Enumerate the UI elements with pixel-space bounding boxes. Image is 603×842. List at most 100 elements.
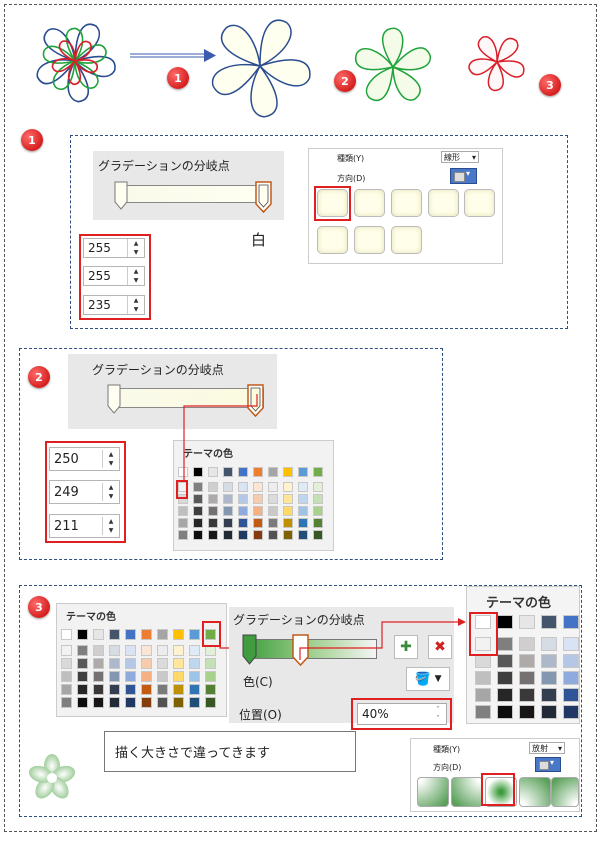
direction-dropdown[interactable]: ▾ — [450, 168, 477, 184]
color-swatch[interactable] — [178, 518, 188, 528]
gradient-stop-right-selected[interactable] — [246, 384, 266, 420]
color-swatch[interactable] — [193, 518, 203, 528]
color-swatch[interactable] — [253, 530, 263, 540]
spin-down-icon[interactable]: ▼ — [108, 492, 114, 500]
color-swatch[interactable] — [208, 530, 218, 540]
color-swatch[interactable] — [541, 637, 557, 651]
color-swatch[interactable] — [109, 629, 120, 640]
color-swatch[interactable] — [173, 697, 184, 708]
color-swatch[interactable] — [563, 637, 579, 651]
color-swatch[interactable] — [189, 658, 200, 669]
color-swatch[interactable] — [298, 530, 308, 540]
color-swatch[interactable] — [497, 705, 513, 719]
color-swatch[interactable] — [563, 705, 579, 719]
position-spinner[interactable]: 40%˄˅ — [357, 703, 447, 725]
direction-tile-4[interactable] — [428, 189, 459, 217]
color-swatch[interactable] — [61, 629, 72, 640]
color-swatch[interactable] — [93, 629, 104, 640]
kind-select[interactable]: 放射▾ — [529, 742, 565, 754]
color-swatch[interactable] — [77, 645, 88, 656]
color-swatch[interactable] — [208, 506, 218, 516]
color-swatch[interactable] — [475, 637, 491, 651]
color-swatch[interactable] — [205, 671, 216, 682]
color-swatch[interactable] — [141, 658, 152, 669]
color-swatch[interactable] — [541, 688, 557, 702]
color-swatch[interactable] — [238, 506, 248, 516]
color-swatch[interactable] — [268, 467, 278, 477]
color-swatch[interactable] — [77, 684, 88, 695]
color-swatch[interactable] — [173, 684, 184, 695]
spin-down-icon[interactable]: ▼ — [133, 276, 139, 284]
spin-up-icon[interactable]: ▲ — [108, 517, 114, 525]
add-stop-button[interactable]: ✚ — [394, 635, 418, 659]
color-swatch[interactable] — [223, 482, 233, 492]
color-swatch[interactable] — [205, 658, 216, 669]
color-swatch[interactable] — [125, 671, 136, 682]
color-swatch[interactable] — [178, 530, 188, 540]
color-swatch[interactable] — [141, 671, 152, 682]
color-swatch[interactable] — [109, 684, 120, 695]
color-swatch[interactable] — [283, 467, 293, 477]
color-swatch[interactable] — [61, 658, 72, 669]
color-swatch[interactable] — [497, 688, 513, 702]
spin-up-icon[interactable]: ▲ — [133, 267, 139, 275]
color-swatch[interactable] — [519, 705, 535, 719]
color-swatch[interactable] — [93, 658, 104, 669]
color-swatch[interactable] — [77, 697, 88, 708]
color-swatch[interactable] — [313, 506, 323, 516]
color-swatch[interactable] — [541, 615, 557, 629]
color-swatch[interactable] — [283, 518, 293, 528]
color-swatch[interactable] — [313, 467, 323, 477]
green-value-spinner[interactable]: 255▲▼ — [83, 266, 145, 286]
red-value-spinner[interactable]: 255▲▼ — [83, 238, 145, 258]
color-swatch[interactable] — [253, 482, 263, 492]
color-swatch[interactable] — [157, 697, 168, 708]
kind-select[interactable]: 線形▾ — [441, 151, 479, 163]
color-swatch[interactable] — [298, 494, 308, 504]
direction-tile-5[interactable] — [464, 189, 495, 217]
color-swatch[interactable] — [268, 530, 278, 540]
color-swatch[interactable] — [298, 506, 308, 516]
color-swatch[interactable] — [475, 615, 491, 629]
color-swatch[interactable] — [193, 482, 203, 492]
remove-stop-button[interactable]: ✖ — [428, 635, 452, 659]
color-swatch[interactable] — [238, 518, 248, 528]
color-swatch[interactable] — [157, 658, 168, 669]
color-swatch[interactable] — [283, 530, 293, 540]
color-swatch[interactable] — [238, 482, 248, 492]
direction-dropdown[interactable]: ▾ — [535, 757, 561, 772]
color-swatch[interactable] — [125, 645, 136, 656]
color-swatch[interactable] — [313, 518, 323, 528]
color-swatch[interactable] — [205, 697, 216, 708]
color-swatch[interactable] — [157, 684, 168, 695]
spin-down-icon[interactable]: ▼ — [133, 305, 139, 313]
direction-tile-7[interactable] — [354, 226, 385, 254]
color-swatch[interactable] — [77, 658, 88, 669]
color-swatch[interactable] — [208, 482, 218, 492]
color-swatch[interactable] — [173, 645, 184, 656]
color-swatch[interactable] — [519, 637, 535, 651]
direction-tile-2[interactable] — [354, 189, 385, 217]
color-swatch[interactable] — [497, 654, 513, 668]
spin-down-icon[interactable]: ▼ — [133, 248, 139, 256]
color-swatch[interactable] — [223, 467, 233, 477]
color-swatch[interactable] — [189, 671, 200, 682]
color-swatch[interactable] — [541, 654, 557, 668]
color-swatch[interactable] — [497, 671, 513, 685]
spin-down-icon[interactable]: ▼ — [108, 526, 114, 534]
direction-tile-1[interactable] — [317, 189, 348, 217]
color-swatch[interactable] — [208, 518, 218, 528]
gradient-stop-right-selected[interactable] — [254, 181, 274, 215]
color-swatch[interactable] — [475, 705, 491, 719]
color-swatch[interactable] — [61, 671, 72, 682]
color-swatch[interactable] — [563, 615, 579, 629]
color-swatch[interactable] — [208, 494, 218, 504]
color-swatch[interactable] — [189, 684, 200, 695]
gradient-stop-left[interactable] — [106, 384, 122, 416]
color-swatch[interactable] — [93, 684, 104, 695]
color-swatch[interactable] — [268, 482, 278, 492]
color-swatch[interactable] — [313, 494, 323, 504]
color-swatch[interactable] — [563, 671, 579, 685]
color-swatch[interactable] — [238, 467, 248, 477]
direction-tile-3[interactable] — [391, 189, 422, 217]
